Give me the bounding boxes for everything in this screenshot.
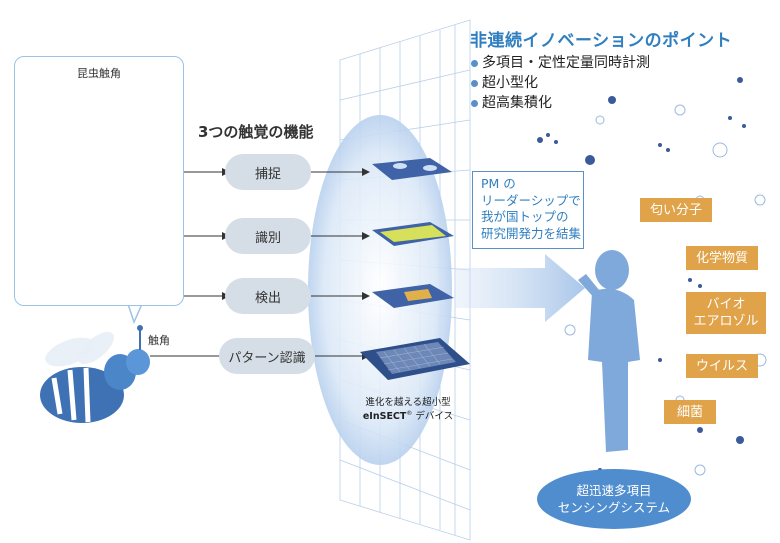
device-reg-mark: ® [406,409,413,417]
device-caption: 進化を越える超小型 eInSECT® デバイス [348,394,468,422]
point-item: 超小型化 [471,72,538,92]
device-layer-detect [372,284,454,308]
insect-antenna-panel: 昆虫触角 [14,56,184,306]
target-odor-molecules: 匂い分子 [640,198,712,222]
device-suffix: デバイス [412,411,454,422]
function-capture: 捕捉 [225,154,311,190]
functions-title: 3つの触覚の機能 [198,123,314,141]
pm-leadership-box: PM の リーダーシップで 我が国トップの 研究開発力を結集 [472,171,584,249]
target-chemicals: 化学物質 [686,246,758,270]
target-bacteria: 細菌 [664,400,716,424]
device-layer-capture [372,158,452,180]
device-layer-pattern [360,338,470,380]
bee-illustration [40,325,150,423]
bullet-icon [471,99,478,107]
bullet-icon [471,59,478,67]
person-silhouette [578,250,640,452]
function-detect: 検出 [225,278,311,314]
panel-title: 昆虫触角 [77,67,121,80]
device-name: eInSECT [362,411,407,422]
sensing-system-ellipse: 超迅速多項目 センシングシステム [537,469,691,529]
lens-shape [308,115,452,465]
function-pattern-recognition: パターン認識 [219,338,315,374]
big-arrow [455,254,585,322]
device-caption-line1: 進化を越える超小型 [365,397,451,408]
points-title: 非連続イノベーションのポイント [470,31,733,51]
target-bioaerosol: バイオ エアロゾル [686,292,766,334]
point-item: 超高集積化 [471,92,552,112]
point-item: 多項目・定性定量同時計測 [471,52,650,72]
antenna-label: 触角 [148,334,170,347]
target-virus: ウイルス [686,354,758,378]
device-layer-identify [372,222,454,246]
bullet-icon [471,79,478,87]
function-identify: 識別 [225,218,311,254]
device-caption-line2: eInSECT® デバイス [348,408,468,422]
